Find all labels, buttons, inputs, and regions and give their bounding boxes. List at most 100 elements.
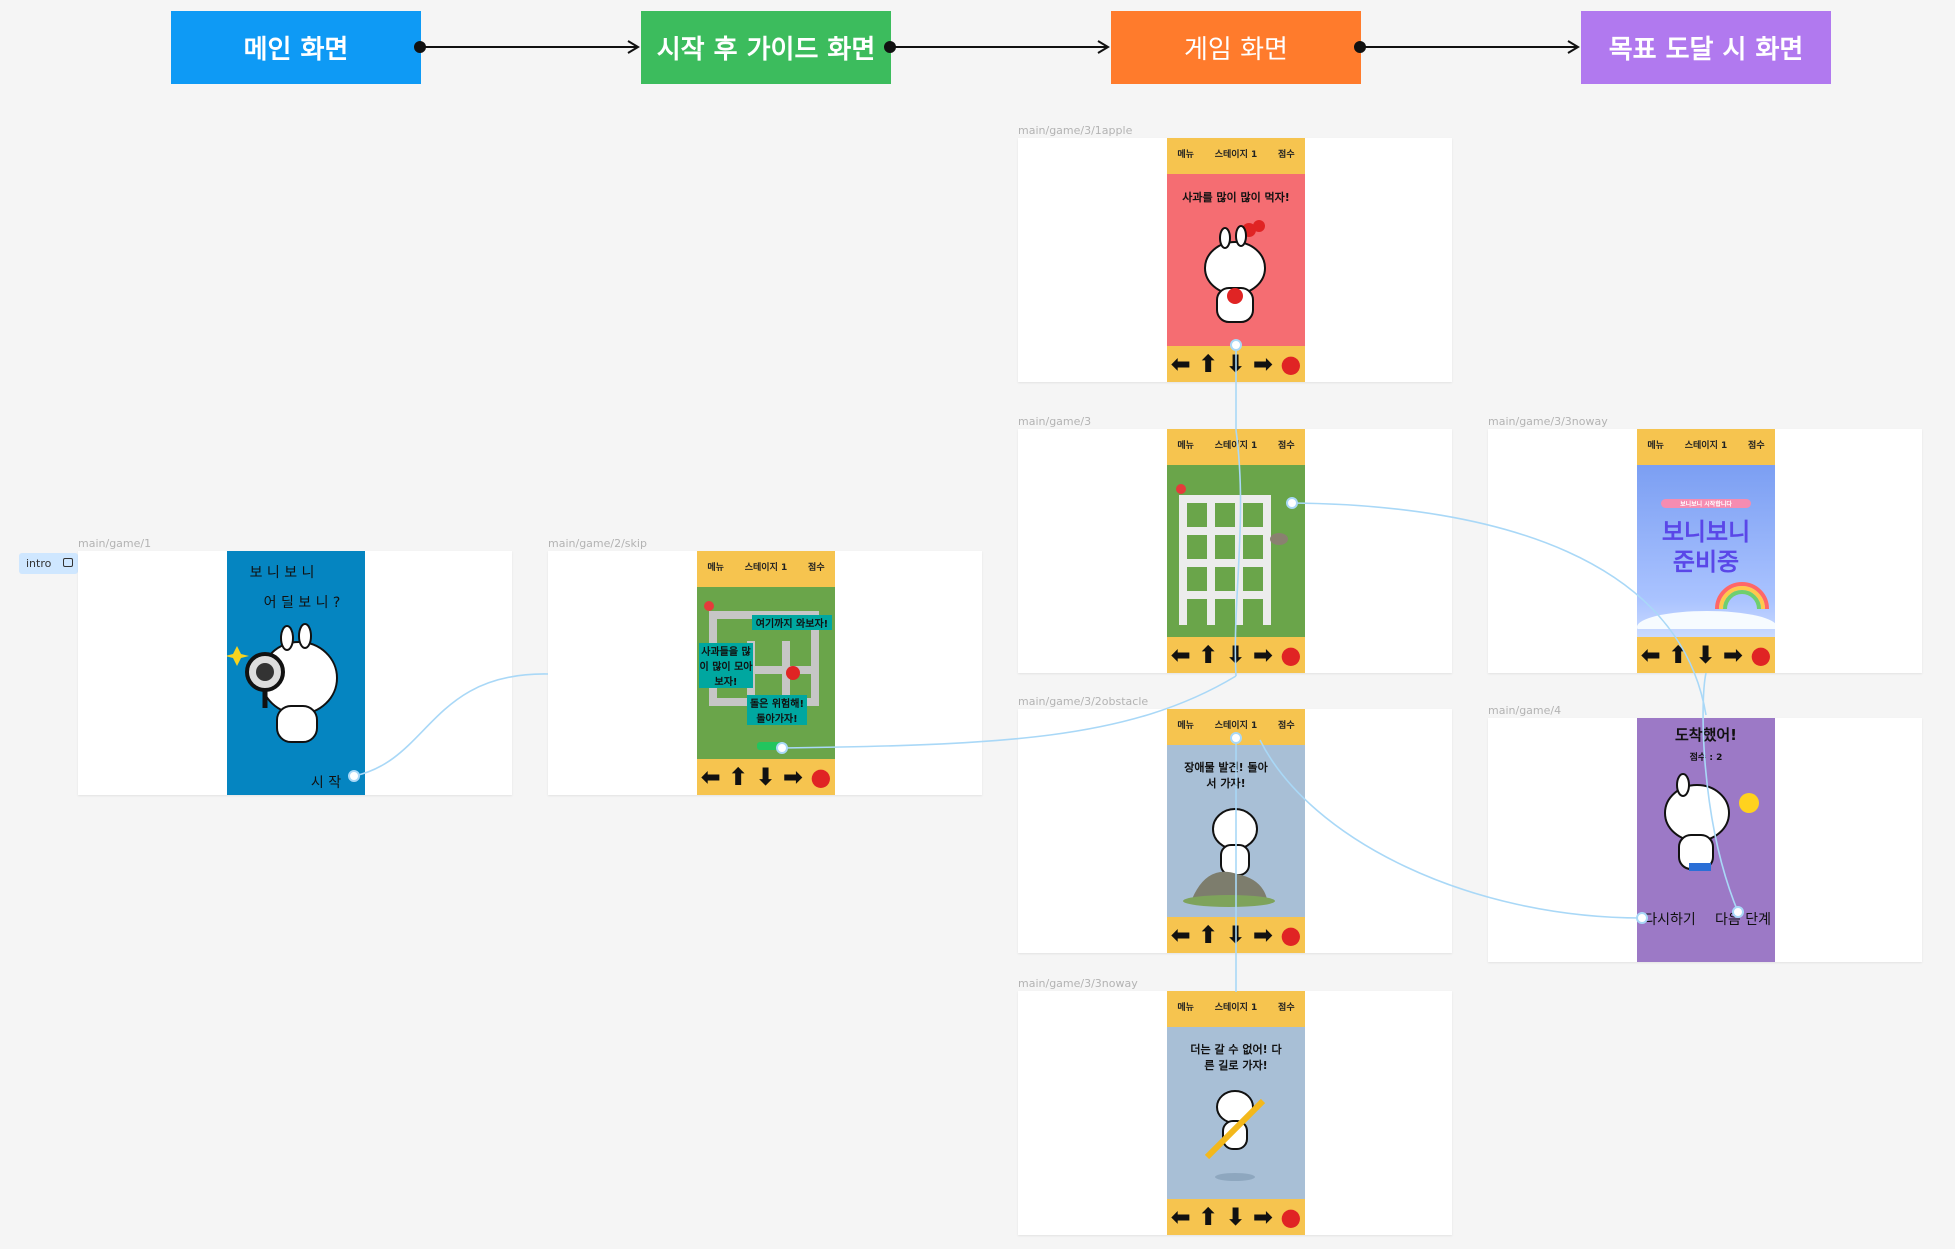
loading-screen: 메뉴 스테이지 1 점수 보니보니 시작합니다 보니보니 준비중 ⬅⬆⬇➡● (1637, 429, 1775, 673)
obstacle-screen: 메뉴 스테이지 1 점수 장애물 발견! 돌아서 가자! ⬅⬆⬇➡● (1167, 709, 1305, 953)
left-arrow-icon[interactable]: ⬅ (700, 763, 721, 791)
menu-button[interactable]: 메뉴 (1177, 149, 1194, 160)
up-arrow-icon[interactable]: ⬆ (1198, 1203, 1219, 1231)
menu-button[interactable]: 메뉴 (707, 562, 724, 573)
obstacle-topbar: 메뉴 스테이지 1 점수 (1167, 709, 1305, 745)
bunny-rock-illustration (1183, 808, 1275, 907)
header-main: 메인 화면 (171, 11, 421, 84)
frame-skip[interactable]: 메뉴 스테이지 1 점수 여기까지 와보자! 사과들을 많이 많이 모아보자! … (548, 551, 982, 795)
logo-ribbon: 보니보니 시작합니다 (1661, 499, 1751, 508)
skip-topbar: 메뉴 스테이지 1 점수 (697, 551, 835, 587)
end-score: 점수 : 2 (1689, 753, 1723, 763)
menu-button[interactable]: 메뉴 (1647, 440, 1664, 451)
apple-icon[interactable]: ● (1750, 641, 1772, 669)
header-guide: 시작 후 가이드 화면 (641, 11, 891, 84)
apple-icon[interactable]: ● (1280, 641, 1302, 669)
frame-label-intro: main/game/1 (78, 537, 152, 550)
game-topbar: 메뉴 스테이지 1 점수 (1167, 429, 1305, 465)
up-arrow-icon[interactable]: ⬆ (1668, 641, 1689, 669)
apple-screen: 메뉴 스테이지 1 점수 사과를 많이 많이 먹자! ⬅⬆⬇➡● (1167, 138, 1305, 382)
bunny-cheer-illustration (1664, 773, 1759, 871)
noway-message: 더는 갈 수 없어! 다른 길로 가자! (1190, 1043, 1282, 1072)
stage-label: 스테이지 1 (1214, 149, 1258, 160)
prototype-icon (63, 558, 73, 567)
intro-title-line1: 보 니 보 니 (249, 565, 315, 581)
left-arrow-icon[interactable]: ⬅ (1170, 921, 1191, 949)
apple-icon[interactable]: ● (1280, 350, 1302, 378)
end-title: 도착했어! (1674, 726, 1738, 744)
next-stage-button[interactable]: 다음 단계 (1715, 912, 1771, 928)
frame-label-noway-bottom: main/game/3/3noway (1018, 977, 1138, 990)
frame-apple[interactable]: 메뉴 스테이지 1 점수 사과를 많이 많이 먹자! ⬅⬆⬇➡● (1018, 138, 1452, 382)
intro-screen: 보 니 보 니 어 딜 보 니 ? 시 작 (227, 551, 365, 795)
obstacle-controls: ⬅⬆⬇➡● (1167, 917, 1305, 953)
left-arrow-icon[interactable]: ⬅ (1170, 350, 1191, 378)
apple-icon[interactable]: ● (1280, 921, 1302, 949)
right-arrow-icon[interactable]: ➡ (1252, 1203, 1274, 1231)
frame-label-obstacle: main/game/3/2obstacle (1018, 695, 1149, 708)
game-controls: ⬅⬆⬇➡● (1167, 637, 1305, 673)
frame-label-skip: main/game/2/skip (548, 537, 647, 550)
down-arrow-icon[interactable]: ⬇ (1225, 350, 1246, 378)
stage-label: 스테이지 1 (1214, 1002, 1258, 1013)
left-arrow-icon[interactable]: ⬅ (1640, 641, 1661, 669)
frame-label-apple: main/game/3/1apple (1018, 124, 1133, 137)
down-arrow-icon[interactable]: ⬇ (755, 763, 776, 791)
end-screen: 도착했어! 점수 : 2 다시하기 다음 단계 (1637, 718, 1775, 962)
intro-start-button[interactable]: 시 작 (310, 775, 342, 791)
skip-controls: ⬅⬆⬇➡● (697, 759, 835, 795)
apple-icon[interactable]: ● (1280, 1203, 1302, 1231)
left-arrow-icon[interactable]: ⬅ (1170, 641, 1191, 669)
noway-controls: ⬅⬆⬇➡● (1167, 1199, 1305, 1235)
bunny-magnifier-illustration (227, 623, 338, 743)
frame-obstacle[interactable]: 메뉴 스테이지 1 점수 장애물 발견! 돌아서 가자! ⬅⬆⬇➡● (1018, 709, 1452, 953)
score-label: 점수 (1278, 149, 1295, 160)
score-label: 점수 (1278, 440, 1295, 451)
frame-intro[interactable]: 보 니 보 니 어 딜 보 니 ? 시 작 (78, 551, 512, 795)
bunny-eating-apple-illustration (1204, 220, 1266, 323)
noway-topbar: 메뉴 스테이지 1 점수 (1167, 991, 1305, 1027)
down-arrow-icon[interactable]: ⬇ (1225, 641, 1246, 669)
guide-bubble-1: 여기까지 와보자! (752, 615, 832, 630)
up-arrow-icon[interactable]: ⬆ (728, 763, 749, 791)
guide-bubble-2: 사과들을 많이 많이 모아보자! (699, 643, 753, 688)
frame-label-end: main/game/4 (1488, 704, 1562, 717)
menu-button[interactable]: 메뉴 (1177, 1002, 1194, 1013)
stage-label: 스테이지 1 (1214, 720, 1258, 731)
frame-label-game: main/game/3 (1018, 415, 1092, 428)
left-arrow-icon[interactable]: ⬅ (1170, 1203, 1191, 1231)
right-arrow-icon[interactable]: ➡ (1252, 350, 1274, 378)
bunny-pencil-illustration (1204, 1090, 1266, 1181)
game-screen: 메뉴 스테이지 1 점수 ⬅⬆⬇➡● (1167, 429, 1305, 673)
down-arrow-icon[interactable]: ⬇ (1225, 1203, 1246, 1231)
menu-button[interactable]: 메뉴 (1177, 440, 1194, 451)
down-arrow-icon[interactable]: ⬇ (1695, 641, 1716, 669)
apple-controls: ⬅⬆⬇➡● (1167, 346, 1305, 382)
apple-topbar: 메뉴 스테이지 1 점수 (1167, 138, 1305, 174)
intro-title-line2: 어 딜 보 니 ? (263, 595, 341, 611)
frame-game[interactable]: 메뉴 스테이지 1 점수 ⬅⬆⬇➡● (1018, 429, 1452, 673)
skip-button[interactable] (757, 742, 783, 750)
down-arrow-icon[interactable]: ⬇ (1225, 921, 1246, 949)
up-arrow-icon[interactable]: ⬆ (1198, 641, 1219, 669)
frame-noway-right[interactable]: 메뉴 스테이지 1 점수 보니보니 시작합니다 보니보니 준비중 ⬅⬆⬇➡● (1488, 429, 1922, 673)
right-arrow-icon[interactable]: ➡ (1722, 641, 1744, 669)
frame-label-noway-right: main/game/3/3noway (1488, 415, 1608, 428)
frame-end[interactable]: 도착했어! 점수 : 2 다시하기 다음 단계 (1488, 718, 1922, 962)
score-label: 점수 (1748, 440, 1765, 451)
retry-button[interactable]: 다시하기 (1644, 912, 1696, 928)
score-label: 점수 (1278, 720, 1295, 731)
up-arrow-icon[interactable]: ⬆ (1198, 350, 1219, 378)
intro-flow-tag[interactable]: intro (19, 553, 78, 574)
right-arrow-icon[interactable]: ➡ (1252, 641, 1274, 669)
right-arrow-icon[interactable]: ➡ (1252, 921, 1274, 949)
stage-label: 스테이지 1 (1684, 440, 1728, 451)
header-goal: 목표 도달 시 화면 (1581, 11, 1831, 84)
apple-icon[interactable]: ● (810, 763, 832, 791)
stage-label: 스테이지 1 (744, 562, 788, 573)
loading-controls: ⬅⬆⬇➡● (1637, 637, 1775, 673)
frame-noway-bottom[interactable]: 메뉴 스테이지 1 점수 더는 갈 수 없어! 다른 길로 가자! ⬅⬆⬇➡● (1018, 991, 1452, 1235)
up-arrow-icon[interactable]: ⬆ (1198, 921, 1219, 949)
menu-button[interactable]: 메뉴 (1177, 720, 1194, 731)
right-arrow-icon[interactable]: ➡ (782, 763, 804, 791)
